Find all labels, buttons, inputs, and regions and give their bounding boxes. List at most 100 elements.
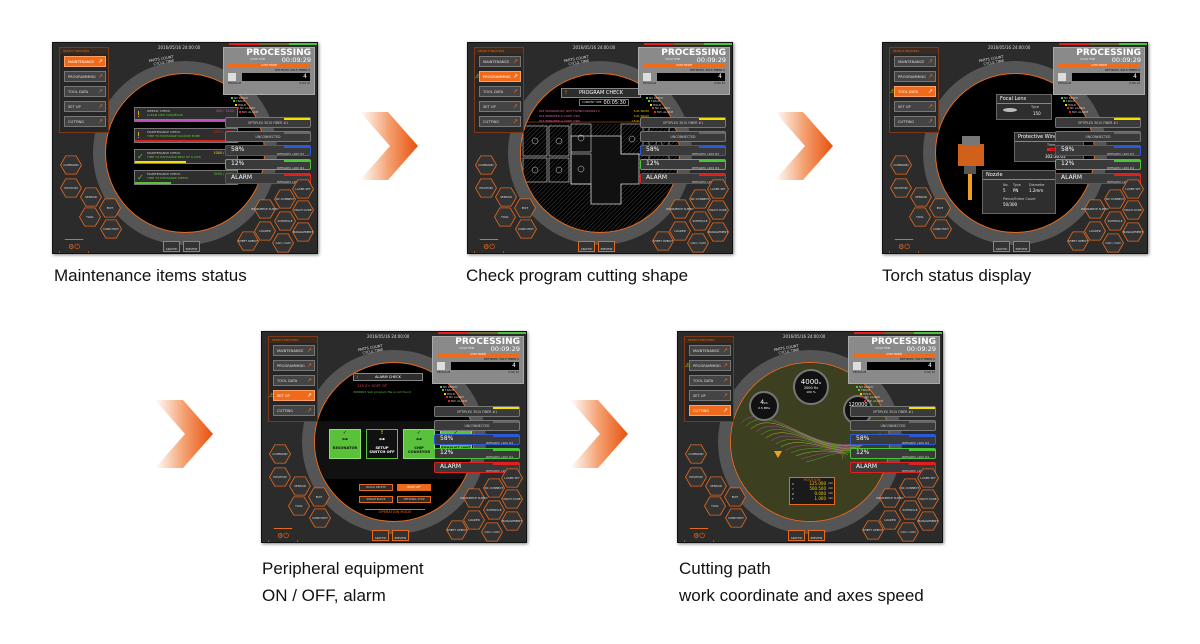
hex-button-mach-code[interactable]: MACH CODE <box>292 200 314 220</box>
machine-link-3[interactable]: 58%INTEGREX i-200 #3 <box>640 145 726 156</box>
menu-programming[interactable]: PROGRAMMING↗ <box>64 71 106 82</box>
hex-button-tool[interactable]: TOOL <box>909 207 931 227</box>
hex-button-cond-edit[interactable]: COND EDIT <box>515 219 537 239</box>
hex-button-cad-cam[interactable]: CAD / CAM <box>1102 233 1124 253</box>
maintenance-item[interactable]: ! MAINTENANCE CHECK TIME TO EXCHANGE VAC… <box>134 128 238 143</box>
hex-button-cad-cam[interactable]: CAD / CAM <box>687 233 709 253</box>
hex-button-loader[interactable]: LOADER <box>1084 221 1106 241</box>
mode-button[interactable]: BLOCK DELETE <box>359 484 393 491</box>
hex-button-management[interactable]: MANAGEMENT <box>707 222 729 242</box>
hex-button-loader[interactable]: LOADER <box>254 221 276 241</box>
hex-button-cad-cam[interactable]: CAD / CAM <box>897 522 919 542</box>
maintenance-item[interactable]: ! WEEKLY CHECK CLEAN CHIP CONVEYOR 300 /… <box>134 107 238 122</box>
hex-button-sensor[interactable]: SENSOR <box>495 187 517 207</box>
hex-button-sensor[interactable]: SENSOR <box>80 187 102 207</box>
machine-link-4[interactable]: 12%INTEGREX i-200 #4 <box>1055 159 1141 170</box>
menu-tool-data[interactable]: TOOL DATA↗ <box>689 375 731 386</box>
hex-button-cad-cam[interactable]: CAD / CAM <box>481 522 503 542</box>
machine-link-1[interactable]: OPTIPLEX 3015 FIBER #1 <box>225 117 311 128</box>
hex-button-workpiece-supply[interactable]: WORKPIECE SUPPLY <box>876 488 904 508</box>
menu-maintenance[interactable]: MAINTENANCE↗ <box>273 345 315 356</box>
hex-button-workpiece-supply[interactable]: WORKPIECE SUPPLY <box>666 199 694 219</box>
hex-button-laser-set[interactable]: LASER SET <box>917 468 939 488</box>
hex-button-command[interactable]: COMMAND <box>685 444 707 464</box>
menu-set-up[interactable]: SET UP↗ <box>64 101 106 112</box>
machine-link-2[interactable]: UNCONNECTED <box>225 131 311 142</box>
hex-button-workpiece-supply[interactable]: WORKPIECE SUPPLY <box>1081 199 1109 219</box>
preview-button[interactable]: PREVIEW <box>1013 241 1030 252</box>
hex-button-nc-connect[interactable]: NC CONNECT <box>899 478 921 498</box>
hex-button-sensor[interactable]: SENSOR <box>289 476 311 496</box>
hex-button-edit[interactable]: EDIT <box>99 198 121 218</box>
menu-set-up[interactable]: SET UP↗ <box>894 101 936 112</box>
hex-button-tool[interactable]: TOOL <box>79 207 101 227</box>
machine-link-3[interactable]: 58%INTEGREX i-200 #3 <box>850 434 936 445</box>
hex-button-tool[interactable]: TOOL <box>288 496 310 516</box>
machine-link-4[interactable]: 12%INTEGREX i-200 #4 <box>850 448 936 459</box>
hex-button-schedule[interactable]: SCHEDULE <box>689 211 711 231</box>
machine-link-3[interactable]: 58%INTEGREX i-200 #3 <box>225 145 311 156</box>
machine-link-2[interactable]: UNCONNECTED <box>640 131 726 142</box>
hex-button-nc-connect[interactable]: NC CONNECT <box>1104 189 1126 209</box>
menu-set-up[interactable]: SET UP↗ <box>479 101 521 112</box>
hex-button-sensor[interactable]: SENSOR <box>705 476 727 496</box>
graphic-button[interactable]: GRAPHIC <box>578 241 595 252</box>
hex-button-command[interactable]: COMMAND <box>269 444 291 464</box>
hex-button-cond-edit[interactable]: COND EDIT <box>930 219 952 239</box>
graphic-button[interactable]: GRAPHIC <box>993 241 1010 252</box>
hex-button-mach-code[interactable]: MACH CODE <box>1122 200 1144 220</box>
machine-link-1[interactable]: OPTIPLEX 3015 FIBER #1 <box>434 406 520 417</box>
menu-tool-data[interactable]: TOOL DATA↗ <box>64 86 106 97</box>
hex-button-position[interactable]: POSITION <box>475 178 497 198</box>
hex-button-cond-edit[interactable]: COND EDIT <box>725 508 747 528</box>
preview-button[interactable]: PREVIEW <box>598 241 615 252</box>
machine-link-4[interactable]: 12%INTEGREX i-200 #4 <box>640 159 726 170</box>
hex-button-laser-set[interactable]: LASER SET <box>501 468 523 488</box>
menu-cutting[interactable]: CUTTING↗ <box>273 405 315 416</box>
hex-button-edit[interactable]: EDIT <box>308 487 330 507</box>
hex-button-cond-edit[interactable]: COND EDIT <box>309 508 331 528</box>
hex-button-command[interactable]: COMMAND <box>890 155 912 175</box>
hex-button-loader[interactable]: LOADER <box>463 510 485 530</box>
menu-programming[interactable]: ⚠PROGRAMMING↗ <box>475 71 521 82</box>
graphic-button[interactable]: GRAPHIC <box>163 241 180 252</box>
mode-button[interactable]: BEAM OFF <box>397 484 431 491</box>
hex-button-schedule[interactable]: SCHEDULE <box>1104 211 1126 231</box>
hex-button-edit[interactable]: EDIT <box>724 487 746 507</box>
hex-button-position[interactable]: POSITION <box>60 178 82 198</box>
hex-button-management[interactable]: MANAGEMENT <box>501 511 523 531</box>
hex-button-position[interactable]: POSITION <box>685 467 707 487</box>
hex-button-nc-connect[interactable]: NC CONNECT <box>483 478 505 498</box>
hex-button-edit[interactable]: EDIT <box>514 198 536 218</box>
hex-button-management[interactable]: MANAGEMENT <box>917 511 939 531</box>
machine-link-2[interactable]: UNCONNECTED <box>434 420 520 431</box>
hex-button-loader[interactable]: LOADER <box>669 221 691 241</box>
machine-link-1[interactable]: OPTIPLEX 3015 FIBER #1 <box>850 406 936 417</box>
hex-button-cond-edit[interactable]: COND EDIT <box>100 219 122 239</box>
hex-button-schedule[interactable]: SCHEDULE <box>899 500 921 520</box>
hex-button-laser-set[interactable]: LASER SET <box>1122 179 1144 199</box>
menu-maintenance[interactable]: MAINTENANCE↗ <box>64 56 106 67</box>
menu-cutting[interactable]: CUTTING↗ <box>689 405 731 416</box>
hex-button-tool[interactable]: TOOL <box>704 496 726 516</box>
peripheral-resonator[interactable]: ✓⊶RESONATOR <box>329 429 361 459</box>
hex-button-sheet-open-f[interactable]: SHEET OPEN F <box>237 231 259 251</box>
hex-button-position[interactable]: POSITION <box>269 467 291 487</box>
hex-button-sheet-open-f[interactable]: SHEET OPEN F <box>446 520 468 540</box>
menu-maintenance[interactable]: MAINTENANCE↗ <box>689 345 731 356</box>
menu-maintenance[interactable]: MAINTENANCE↗ <box>894 56 936 67</box>
hex-button-loader[interactable]: LOADER <box>879 510 901 530</box>
hex-button-workpiece-supply[interactable]: WORKPIECE SUPPLY <box>460 488 488 508</box>
hex-button-laser-set[interactable]: LASER SET <box>707 179 729 199</box>
machine-link-1[interactable]: OPTIPLEX 3015 FIBER #1 <box>640 117 726 128</box>
hex-button-schedule[interactable]: SCHEDULE <box>274 211 296 231</box>
graphic-button[interactable]: GRAPHIC <box>372 530 389 541</box>
menu-cutting[interactable]: CUTTING↗ <box>479 116 521 127</box>
menu-cutting[interactable]: CUTTING↗ <box>64 116 106 127</box>
machine-link-1[interactable]: OPTIPLEX 3015 FIBER #1 <box>1055 117 1141 128</box>
